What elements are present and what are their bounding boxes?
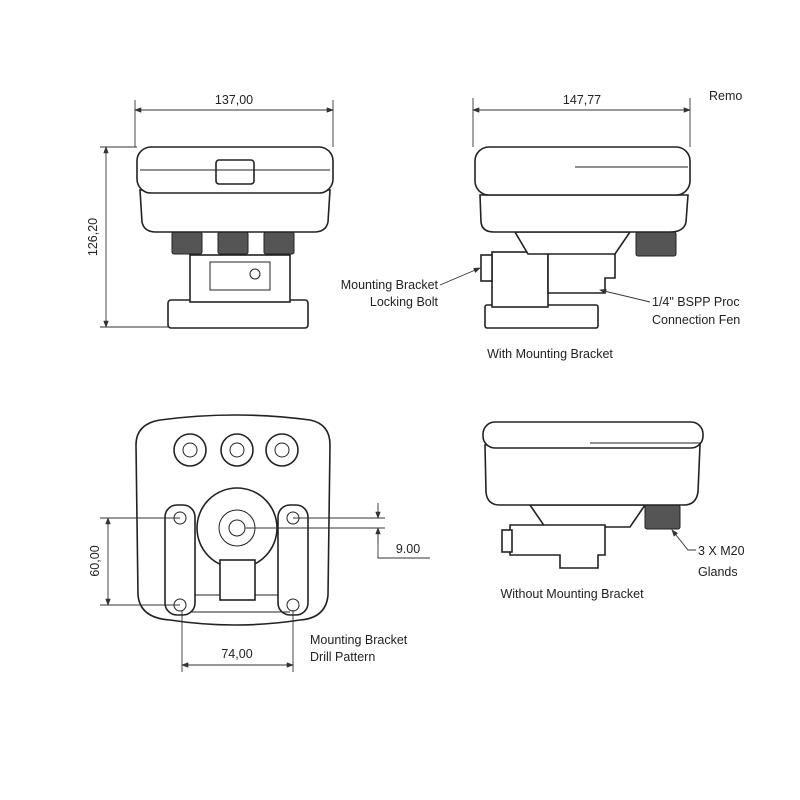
process-connection-label-2: Connection Fen — [652, 313, 740, 327]
dim-front-width: 137,00 — [215, 93, 253, 107]
dim-drill-height: 60,00 — [88, 545, 102, 576]
remote-label: Remo — [709, 89, 742, 103]
process-connection-label-1: 1/4" BSPP Proc — [652, 295, 740, 309]
gland-circles — [173, 433, 299, 467]
dim-offset: 9.00 — [396, 542, 420, 556]
drill-pattern-label-1: Mounting Bracket — [310, 633, 408, 647]
dim-front-height: 126,20 — [86, 218, 100, 256]
glands-label-1: 3 X M20 — [698, 544, 745, 558]
glands-label-2: Glands — [698, 565, 738, 579]
front-view: 137,00 126,20 — [86, 93, 334, 329]
locking-bolt-label-1: Mounting Bracket — [341, 278, 439, 292]
dim-side-width: 147,77 — [563, 93, 601, 107]
side-view-with-bracket: 147,77 Remo Mounting Bracket Locking Bol… — [341, 89, 743, 361]
drill-pattern-label-2: Drill Pattern — [310, 650, 375, 664]
with-bracket-caption: With Mounting Bracket — [487, 347, 613, 361]
locking-bolt-label-2: Locking Bolt — [370, 295, 439, 309]
cable-gland-icons — [171, 231, 295, 255]
side-view-without-bracket: 3 X M20 Glands Without Mounting Bracket — [482, 421, 745, 601]
bottom-view-drill-pattern: 60,00 74,00 9.00 Mounting Bracket Drill … — [88, 414, 430, 672]
without-bracket-caption: Without Mounting Bracket — [500, 587, 644, 601]
dim-drill-width: 74,00 — [221, 647, 252, 661]
